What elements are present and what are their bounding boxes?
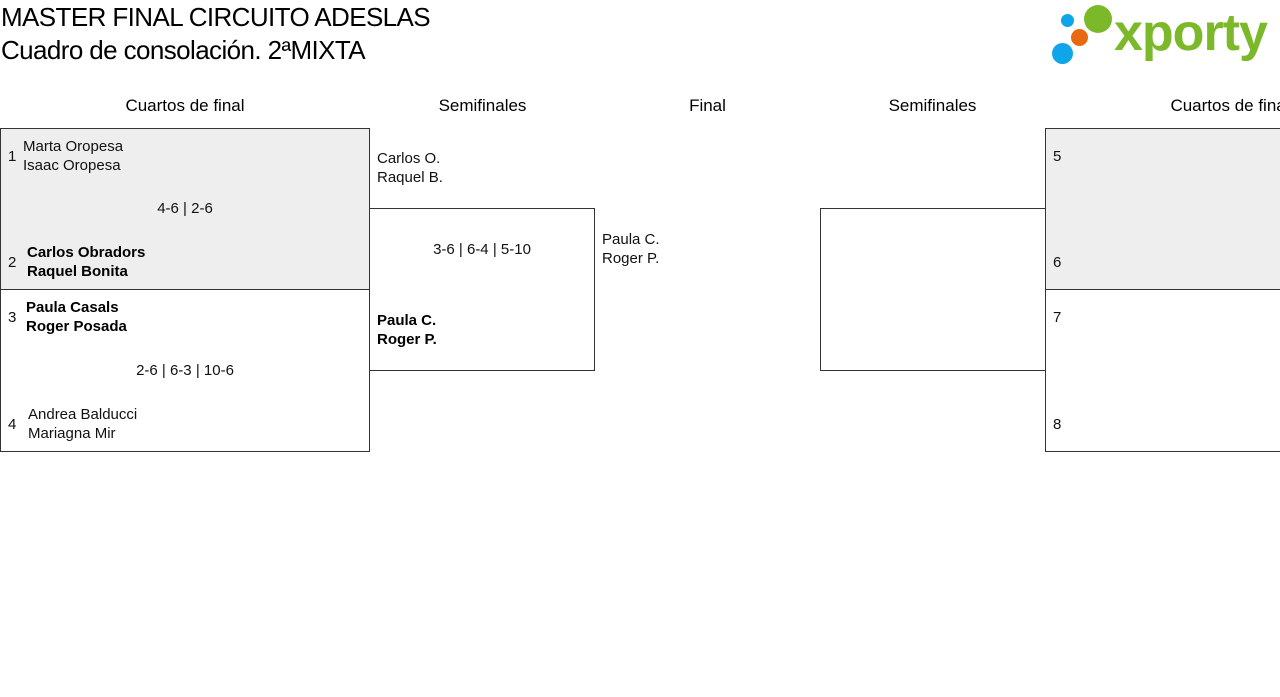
seed-number: 6 (1053, 254, 1062, 271)
seed-number: 5 (1053, 148, 1062, 165)
right-quarter-match-1[interactable]: 5 6 (1045, 128, 1280, 290)
logo-text: xporty (1114, 4, 1268, 62)
player-name: Isaac Oropesa (23, 157, 121, 174)
left-quarter-match-2[interactable]: 3 Paula Casals Roger Posada 2-6 | 6-3 | … (0, 289, 370, 452)
seed-number: 3 (8, 309, 17, 326)
semifinal-top-team: Carlos O. Raquel B. (377, 149, 443, 187)
final-team: Paula C. Roger P. (602, 230, 660, 268)
player-name: Roger Posada (26, 318, 127, 335)
winning-team-names: Carlos Obradors Raquel Bonita (27, 243, 145, 281)
header-final: Final (689, 96, 726, 115)
logo-dot-blue-large (1052, 43, 1073, 64)
player-name: Andrea Balducci (28, 406, 138, 423)
player-name: Carlos O. (377, 150, 441, 167)
logo-dot-green (1084, 5, 1112, 33)
match-score: 3-6 | 6-4 | 5-10 (433, 241, 531, 258)
right-quarter-match-2[interactable]: 7 8 (1045, 289, 1280, 452)
player-name: Paula Casals (26, 299, 119, 316)
seed-number: 7 (1053, 309, 1062, 326)
player-name: Roger P. (377, 331, 437, 348)
page-subtitle: Cuadro de consolación. 2ªMIXTA (1, 35, 366, 65)
header-left-semis: Semifinales (438, 96, 527, 115)
left-quarter-match-1[interactable]: 1 Marta Oropesa Isaac Oropesa 4-6 | 2-6 … (0, 128, 370, 290)
page-title: MASTER FINAL CIRCUITO ADESLAS (1, 2, 431, 32)
player-name: Paula C. (377, 312, 437, 329)
winning-team-names: Paula Casals Roger Posada (26, 298, 127, 336)
match-score: 4-6 | 2-6 (157, 200, 213, 217)
winning-team-names: Paula C. Roger P. (377, 311, 437, 349)
seed-number: 2 (8, 254, 17, 271)
header-right-semis: Semifinales (888, 96, 977, 115)
xporty-logo[interactable]: xporty (1052, 4, 1280, 67)
team-names: Andrea Balducci Mariagna Mir (28, 405, 137, 443)
header-left-quarters: Cuartos de final (125, 96, 245, 115)
player-name: Roger P. (602, 250, 660, 267)
logo-dot-orange (1071, 29, 1088, 46)
seed-number: 4 (8, 416, 17, 433)
player-name: Carlos Obradors (27, 244, 146, 261)
player-name: Mariagna Mir (28, 425, 116, 442)
header-right-quarters: Cuartos de final (1170, 96, 1280, 115)
right-semifinal-match[interactable] (820, 208, 1046, 371)
player-name: Marta Oropesa (23, 138, 124, 155)
player-name: Raquel Bonita (27, 263, 128, 280)
logo-dot-blue (1061, 14, 1074, 27)
match-score: 2-6 | 6-3 | 10-6 (136, 362, 234, 379)
player-name: Paula C. (602, 231, 660, 248)
team-names: Marta Oropesa Isaac Oropesa (23, 137, 123, 175)
left-semifinal-match[interactable]: 3-6 | 6-4 | 5-10 Paula C. Roger P. (369, 208, 595, 371)
player-name: Raquel B. (377, 169, 443, 186)
seed-number: 1 (8, 148, 17, 165)
seed-number: 8 (1053, 416, 1062, 433)
